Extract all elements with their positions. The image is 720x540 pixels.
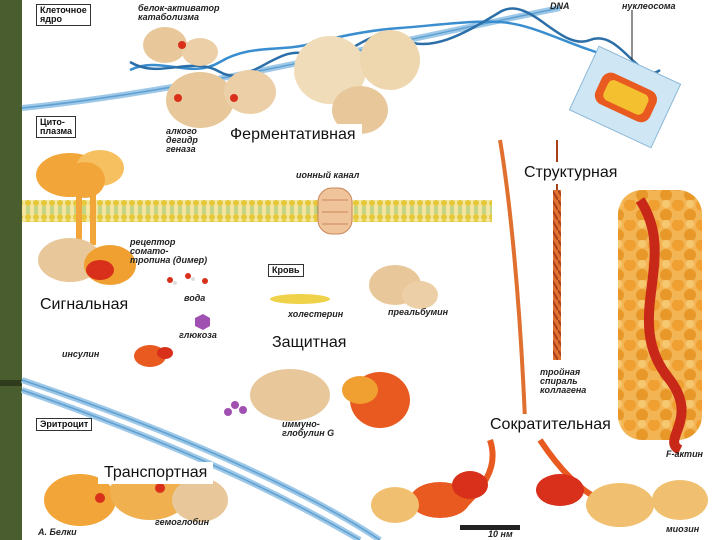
label-prealbumin: преальбумин (388, 308, 448, 317)
label-cholesterol: холестерин (288, 310, 343, 319)
prealbumin (369, 265, 438, 309)
label-blood: Кровь (268, 264, 304, 277)
label-scale: 10 нм (488, 530, 513, 539)
cholesterol-molecule (270, 294, 330, 304)
caption-structural: Структурная (518, 162, 623, 184)
label-proteins: А. Белки (38, 528, 77, 537)
label-f-actin: F-актин (666, 450, 703, 459)
label-insulin: инсулин (62, 350, 99, 359)
label-erythrocyte: Эритроцит (36, 418, 92, 431)
activator-protein (143, 27, 218, 66)
label-receptor: рецептор сомато- тропина (димер) (130, 238, 207, 265)
label-nucleosome: нуклеосома (622, 2, 676, 11)
label-hemoglobin: гемоглобин (155, 518, 209, 527)
label-cytoplasm: Цито- плазма (36, 116, 76, 138)
glucose-molecule (195, 314, 210, 330)
label-activator: белок-активатор катаболизма (138, 4, 220, 22)
nucleosome (569, 10, 680, 148)
label-myosin: миозин (666, 525, 699, 534)
caption-enzymatic: Ферментативная (224, 124, 362, 146)
label-nucleus: Клеточное ядро (36, 4, 91, 26)
label-triple-helix: тройная спираль коллагена (540, 368, 586, 395)
label-alcohol-dehydrogenase: алкого дегидр геназа (166, 127, 198, 154)
myosin (371, 440, 708, 527)
label-glucose: глюкоза (179, 331, 217, 340)
water-molecules (167, 273, 208, 285)
label-water: вода (184, 294, 205, 303)
label-ion-channel: ионный канал (296, 171, 359, 180)
insulin (134, 345, 173, 367)
caption-contractile: Сократительная (484, 414, 617, 436)
ion-channel (318, 188, 352, 234)
label-dna: DNA (550, 2, 570, 11)
caption-transport: Транспортная (98, 462, 213, 484)
f-actin-filament (618, 190, 702, 450)
caption-protective: Защитная (266, 332, 352, 354)
label-immunoglobulin: иммуно- глобулин G (282, 420, 334, 438)
caption-signal: Сигнальная (34, 294, 134, 316)
